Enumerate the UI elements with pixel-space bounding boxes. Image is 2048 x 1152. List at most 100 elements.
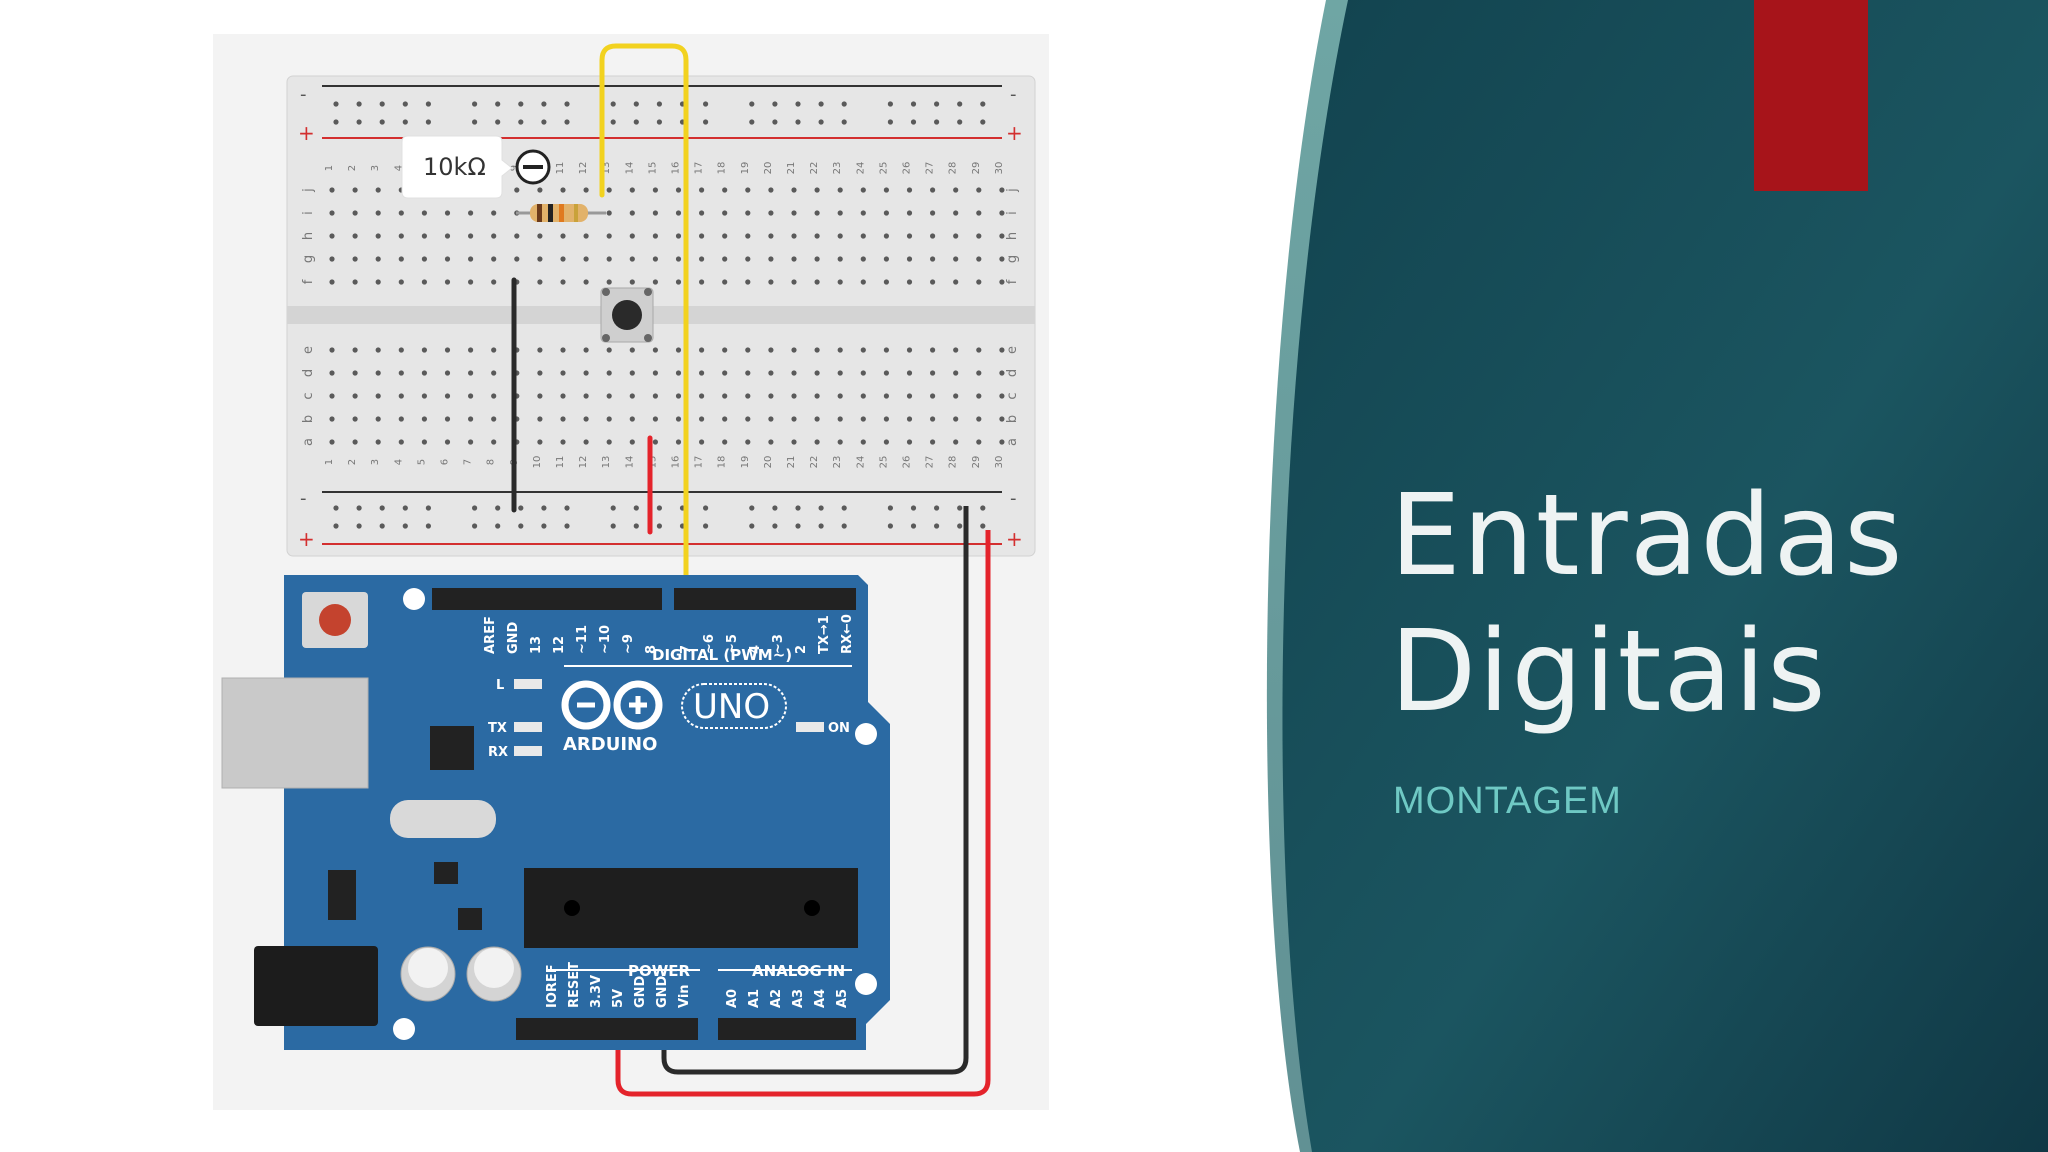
- rail-hole: [472, 101, 478, 107]
- breadboard-hole: [860, 279, 866, 285]
- column-number: 18: [717, 456, 728, 469]
- breadboard-hole: [329, 279, 335, 285]
- breadboard-hole: [837, 416, 843, 422]
- analog-header-label: ANALOG IN: [752, 962, 845, 980]
- breadboard-hole: [421, 439, 427, 445]
- breadboard-hole: [560, 187, 566, 193]
- breadboard-hole: [906, 416, 913, 422]
- rail-hole: [425, 101, 431, 107]
- row-letter: h: [301, 232, 316, 240]
- breadboard-hole: [583, 187, 589, 193]
- rail-hole: [934, 119, 940, 125]
- breadboard-hole: [514, 187, 520, 193]
- pin-label: 12: [552, 636, 567, 654]
- rail-hole: [749, 523, 755, 529]
- pin-label: 7: [679, 645, 694, 654]
- breadboard-hole: [537, 187, 543, 193]
- row-letter: e: [1005, 346, 1020, 354]
- breadboard-hole: [930, 210, 936, 216]
- rail-hole: [518, 101, 524, 107]
- breadboard-hole: [329, 439, 335, 445]
- breadboard-hole: [560, 416, 566, 422]
- breadboard-hole: [883, 210, 890, 216]
- column-number: 20: [763, 162, 774, 175]
- breadboard-hole: [768, 279, 774, 285]
- wire-black-gnd[interactable]: [661, 506, 969, 1075]
- breadboard-hole: [537, 439, 543, 445]
- pin-label: A5: [835, 989, 850, 1008]
- rail-hole: [518, 119, 524, 125]
- breadboard-hole: [329, 233, 335, 239]
- breadboard-hole: [514, 256, 520, 262]
- reset-button[interactable]: [319, 604, 351, 636]
- small-chip: [458, 908, 482, 930]
- top-rail-minus-left: -: [300, 84, 307, 105]
- pin-label: A3: [791, 989, 806, 1008]
- breadboard-hole: [375, 256, 381, 262]
- breadboard-hole: [421, 370, 427, 376]
- power-jack: [254, 946, 378, 1026]
- breadboard-hole: [560, 439, 566, 445]
- breadboard-hole: [976, 393, 982, 399]
- rail-hole: [818, 119, 824, 125]
- column-number: 12: [578, 456, 589, 469]
- breadboard-hole: [421, 393, 427, 399]
- breadboard-hole: [953, 370, 959, 376]
- breadboard-hole: [444, 233, 451, 239]
- breadboard-hole: [814, 393, 820, 399]
- breadboard-hole: [583, 233, 589, 239]
- breadboard-hole: [722, 439, 728, 445]
- wire-red-5v[interactable]: [615, 530, 991, 1097]
- pushbutton-cap: [612, 300, 642, 330]
- rail-hole: [610, 505, 616, 511]
- breadboard-hole: [768, 233, 774, 239]
- breadboard-hole: [860, 256, 866, 262]
- breadboard-hole: [652, 256, 659, 262]
- rail-hole: [749, 101, 755, 107]
- breadboard-hole: [652, 416, 659, 422]
- breadboard-hole: [860, 187, 866, 193]
- breadboard-hole: [398, 256, 404, 262]
- breadboard-hole: [999, 347, 1005, 353]
- pushbutton[interactable]: [600, 287, 654, 343]
- breadboard-hole: [444, 256, 451, 262]
- breadboard-hole: [930, 416, 936, 422]
- breadboard-hole: [583, 393, 589, 399]
- rail-hole: [472, 523, 478, 529]
- breadboard-hole: [652, 279, 659, 285]
- wire-yellow[interactable]: [599, 43, 689, 603]
- breadboard-hole: [906, 187, 913, 193]
- breadboard-hole: [398, 210, 404, 216]
- rail-hole: [772, 119, 778, 125]
- breadboard-hole: [837, 187, 843, 193]
- rail-hole: [402, 119, 408, 125]
- tooltip-box: [401, 135, 513, 199]
- breadboard-hole: [860, 416, 866, 422]
- column-number: 12: [578, 162, 589, 175]
- breadboard-hole: [906, 233, 913, 239]
- column-number: 18: [717, 162, 728, 175]
- resistor[interactable]: [516, 204, 606, 222]
- breadboard-hole: [606, 393, 612, 399]
- rail-hole: [564, 101, 570, 107]
- pin-label: ~3: [771, 634, 786, 654]
- pin-label: ~10: [598, 625, 613, 654]
- pin-label: ~6: [702, 634, 717, 654]
- breadboard-hole: [537, 347, 543, 353]
- breadboard-hole: [329, 347, 335, 353]
- breadboard-hole: [537, 416, 543, 422]
- breadboard-hole: [768, 210, 774, 216]
- column-number: 30: [994, 456, 1005, 469]
- breadboard-hole: [375, 393, 381, 399]
- rail-hole: [772, 505, 778, 511]
- column-number: 1: [324, 459, 335, 465]
- rail-hole: [379, 119, 385, 125]
- column-number: 13: [601, 456, 612, 469]
- pin-label: TX→1: [817, 615, 832, 654]
- chip-dot: [564, 900, 580, 916]
- breadboard-hole: [999, 393, 1005, 399]
- breadboard-hole: [491, 347, 497, 353]
- breadboard-hole: [791, 233, 797, 239]
